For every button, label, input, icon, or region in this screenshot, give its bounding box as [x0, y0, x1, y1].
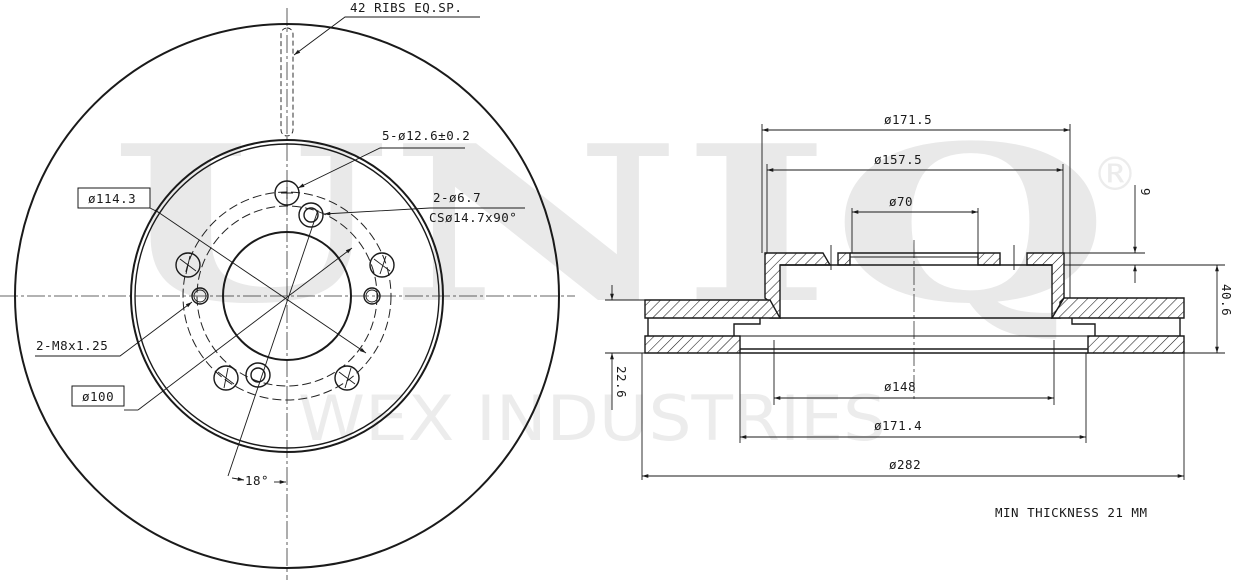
ribs-leader	[293, 16, 480, 56]
pcd-circle-inner	[196, 205, 378, 387]
pcd-100-line	[137, 247, 353, 411]
ribs-label: 42 RIBS EQ.SP.	[350, 0, 462, 15]
inner-pcd-label-box	[71, 385, 125, 407]
rib-slot	[280, 27, 294, 137]
front-view: 42 RIBS EQ.SP. 5-ø12.6±0.2 2-ø6.7 CSø14.…	[0, 0, 575, 580]
stud-hole	[274, 180, 300, 206]
stud-hole	[175, 252, 201, 278]
pcd-label-box	[77, 187, 151, 209]
watermark-registered-mark: ®	[1092, 147, 1138, 201]
dim-outer-label: ø282	[889, 457, 921, 472]
watermark-brand: UNIQ	[110, 98, 1110, 351]
angle-label: 18°	[245, 473, 269, 488]
countersink-label-1: 2-ø6.7	[433, 190, 481, 205]
inner-pcd-label: ø100	[82, 389, 114, 404]
section-view: ø171.5 ø157.5 ø70 ø148 ø171.4 ø282 9 40.…	[605, 112, 1234, 520]
stud-holes	[175, 180, 395, 391]
min-thickness-note: MIN THICKNESS 21 MM	[995, 505, 1148, 520]
hat-inner-ring	[134, 143, 440, 449]
countersink-leader	[323, 207, 525, 216]
dim-hat-thickness-label: 9	[1138, 188, 1153, 196]
dim-hat-outer-label: ø171.5	[884, 112, 932, 127]
outer-disc-edge	[14, 23, 560, 569]
thread-leader	[35, 301, 193, 357]
countersink-label-2: CSø14.7x90°	[429, 210, 517, 225]
stud-holes-label: 5-ø12.6±0.2	[382, 128, 470, 143]
countersunk-holes	[245, 202, 324, 388]
stud-hole	[334, 365, 360, 391]
center-bore	[222, 231, 352, 361]
stud-holes-leader	[297, 147, 465, 189]
friction-plate-bottom-right	[1087, 335, 1185, 354]
hat-section-left-inner	[837, 252, 851, 266]
pcd-label: ø114.3	[88, 191, 136, 206]
dim-inner-friction-label: ø171.4	[874, 418, 922, 433]
dim-center-bore-label: ø70	[889, 194, 913, 209]
friction-plate-top-right	[1050, 297, 1185, 319]
friction-plate-top-left	[644, 299, 782, 319]
dim-hat-inner-label: ø157.5	[874, 152, 922, 167]
watermark-company: WEX INDUSTRIES	[298, 382, 886, 455]
watermark: UNIQ ® WEX INDUSTRIES	[110, 98, 1138, 455]
stud-hole	[213, 365, 239, 391]
hat-section-right-inner	[977, 252, 1001, 266]
thread-label: 2-M8x1.25	[36, 338, 108, 353]
threaded-holes	[191, 287, 381, 305]
stud-hole	[369, 252, 395, 278]
friction-plate-bottom-left	[644, 335, 741, 354]
pcd-114-line	[154, 209, 367, 354]
dim-overall-height-label: 40.6	[1219, 284, 1234, 316]
hat-outer-ring	[130, 139, 444, 453]
dim-vent-label: ø148	[884, 379, 916, 394]
dim-disc-thickness-label: 22.6	[614, 366, 629, 398]
angle-ref-line	[227, 209, 319, 477]
